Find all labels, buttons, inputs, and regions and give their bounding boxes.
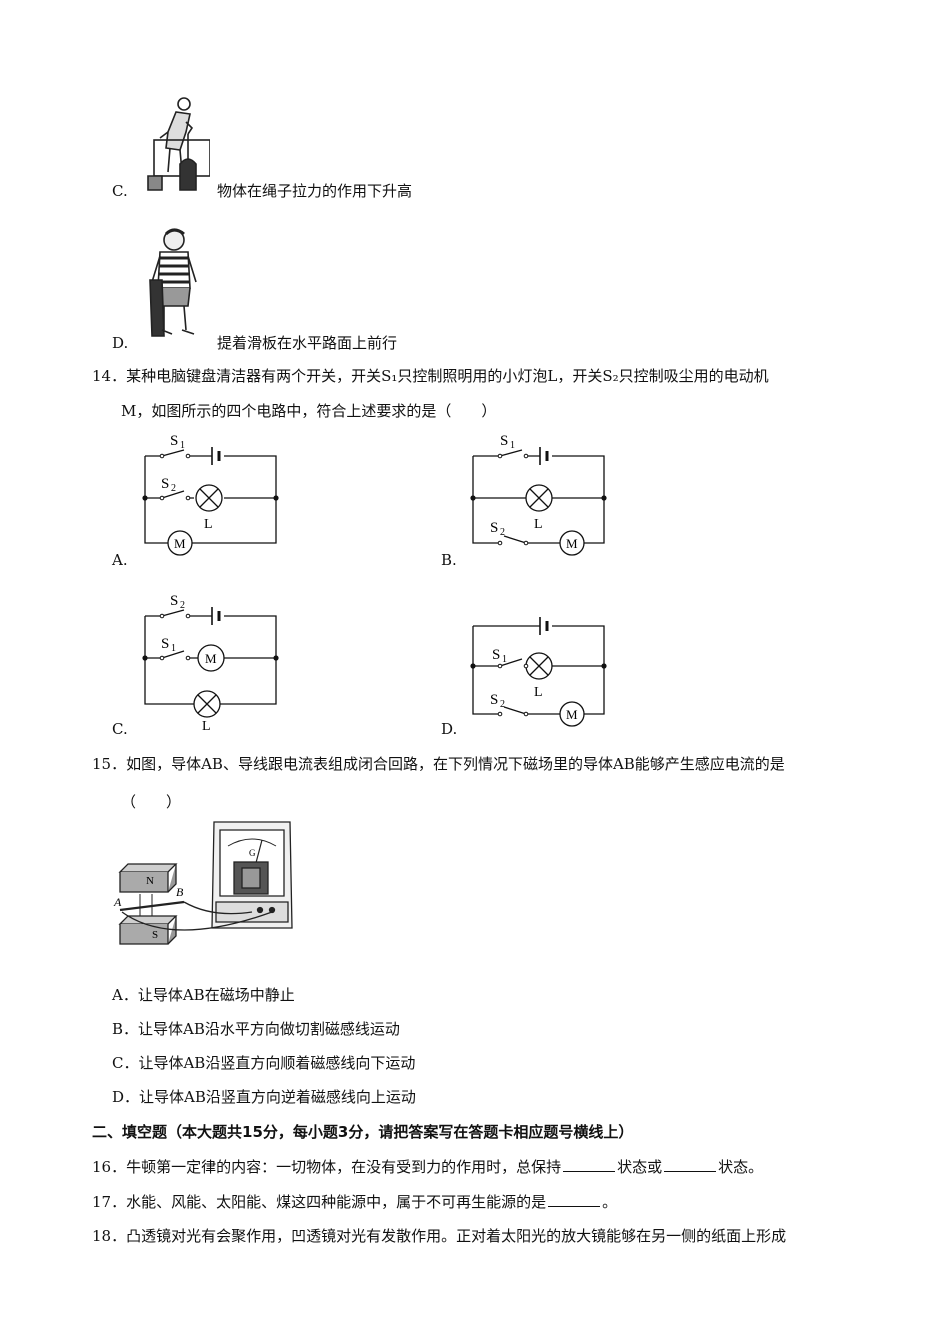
q16-line: 16．牛顿第一定律的内容：一切物体，在没有受到力的作用时，总保持 状态或 状态。 [92,1157,763,1177]
q13-option-d-letter: D. [112,334,129,352]
galvanometer-g-label: G [249,848,256,858]
circuit-b-s1-label: S [500,433,508,449]
circuit-b-s1-sub: 1 [510,440,515,451]
circuit-b-diagram: S 1 S 2 L M [470,433,607,556]
circuit-d-lamp-label: L [534,685,543,700]
circuit-a-lamp-label: L [204,517,213,532]
q16-part3: 状态。 [718,1158,764,1176]
circuit-c-s2-label: S [170,593,178,609]
circuit-b-letter: B. [441,551,457,569]
q17-line: 17．水能、风能、太阳能、煤这四种能源中，属于不可再生能源的是 。 [92,1192,617,1212]
pulling-rope-illustration [147,97,210,191]
circuit-a-s2-label: S [161,476,169,492]
circuit-d-s1-sub: 1 [502,654,507,665]
circuit-b-motor-label: M [566,536,578,551]
q13-option-d-text: 提着滑板在水平路面上前行 [217,334,398,352]
conductor-a-label: A [113,895,122,909]
circuit-c-diagram: S 2 S 1 M L [142,593,279,732]
q14-stem-line2: M，如图所示的四个电路中，符合上述要求的是（ ） [121,402,497,420]
circuit-c-motor-label: M [205,651,217,666]
q14-stem-line1: 14．某种电脑键盘清洁器有两个开关，开关S₁只控制照明用的小灯泡L，开关S₂只控… [92,367,769,385]
circuit-b-s2-sub: 2 [500,527,505,538]
circuit-d-letter: D. [441,720,458,738]
magnet-south-label: S [152,929,158,941]
circuit-c-letter: C. [112,720,128,738]
circuit-d-diagram: S 1 S 2 L M [470,617,607,727]
circuit-a-diagram: S 1 S 2 L M [142,433,279,556]
circuit-a-s1-sub: 1 [180,440,185,451]
q15-stem-line2: （ ） [121,793,182,811]
circuit-a-motor-label: M [174,536,186,551]
circuit-c-s1-label: S [161,636,169,652]
electromagnetic-induction-apparatus: N S A B G [113,821,293,945]
section2-heading: 二、填空题（本大题共15分，每小题3分，请把答案写在答题卡相应题号横线上） [92,1123,634,1141]
q16-blank-1[interactable] [563,1157,616,1172]
circuit-d-s1-label: S [492,647,500,663]
q16-part2: 状态或 [617,1158,663,1176]
circuit-c-s1-sub: 1 [171,643,176,654]
q15-stem-line1: 15．如图，导体AB、导线跟电流表组成闭合回路，在下列情况下磁场里的导体AB能够… [92,755,785,773]
carrying-skateboard-illustration [149,228,197,337]
circuit-c-s2-sub: 2 [180,600,185,611]
q17-blank[interactable] [548,1192,601,1207]
q15-option-d: D．让导体AB沿竖直方向逆着磁感线向上运动 [112,1088,416,1106]
magnet-north-label: N [146,875,154,887]
circuit-c-lamp-label: L [202,719,211,732]
q16-part1: 16．牛顿第一定律的内容：一切物体，在没有受到力的作用时，总保持 [92,1158,562,1176]
q15-option-b: B．让导体AB沿水平方向做切割磁感线运动 [112,1020,400,1038]
q17-part1: 17．水能、风能、太阳能、煤这四种能源中，属于不可再生能源的是 [92,1193,547,1211]
q17-part2: 。 [602,1193,618,1211]
circuit-d-motor-label: M [566,707,578,722]
circuit-b-lamp-label: L [534,517,543,532]
circuit-a-letter: A. [112,551,128,569]
q15-option-c: C．让导体AB沿竖直方向顺着磁感线向下运动 [112,1054,416,1072]
circuit-a-s1-label: S [170,433,178,449]
q13-option-c-text: 物体在绳子拉力的作用下升高 [217,182,413,200]
q16-blank-2[interactable] [664,1157,717,1172]
circuit-d-s2-sub: 2 [500,699,505,710]
circuit-d-s2-label: S [490,692,498,708]
circuit-a-s2-sub: 2 [171,483,176,494]
q15-option-a: A．让导体AB在磁场中静止 [112,986,295,1004]
q13-option-c-letter: C. [112,182,128,200]
conductor-b-label: B [176,885,184,899]
q18-line: 18．凸透镜对光有会聚作用，凹透镜对光有发散作用。正对着太阳光的放大镜能够在另一… [92,1227,787,1245]
circuit-b-s2-label: S [490,520,498,536]
